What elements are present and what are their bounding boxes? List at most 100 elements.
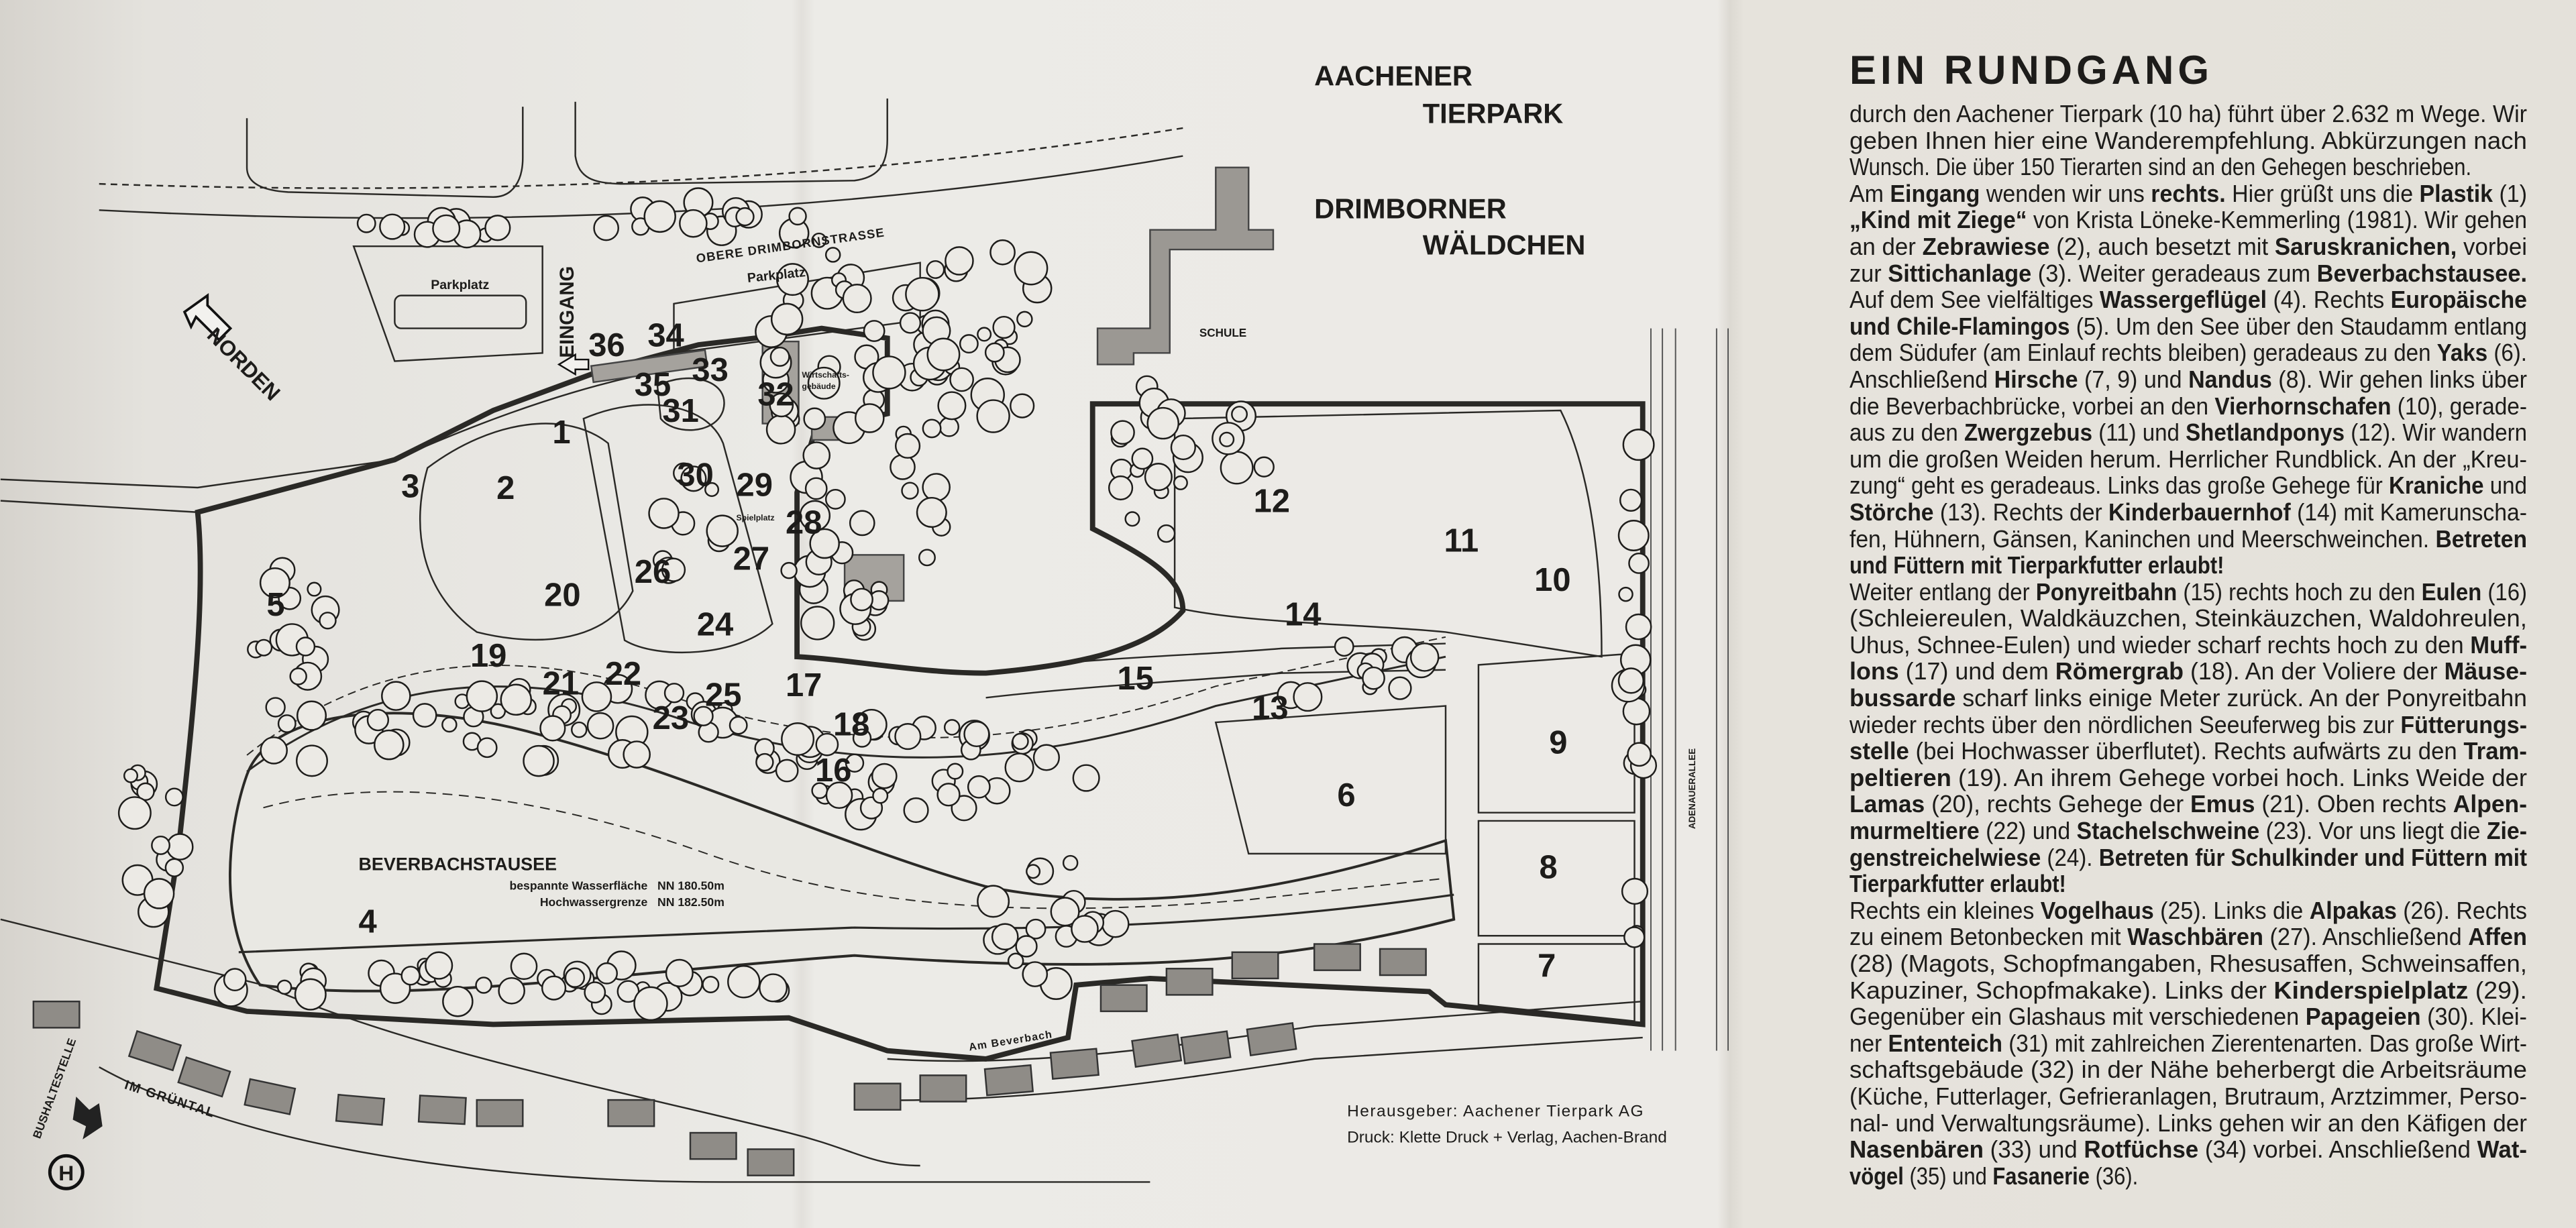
text-run: (28) (Magots, Schopfmangaben, Rhesusaffe… (1849, 950, 2527, 977)
tree-symbol (727, 965, 761, 999)
tree-symbol (938, 416, 959, 437)
text-line-content: ner Ententeich (31) mit zahlreichen Zier… (1849, 1029, 2527, 1057)
text-line: Störche (13). Rechts der Kinderbauernhof… (1849, 499, 2527, 526)
tree-symbol (523, 744, 555, 777)
text-run: (19). An ihrem Gehege vorbei hoch. Links… (1951, 763, 2527, 791)
tree-symbol (770, 302, 804, 336)
tree-symbol (539, 715, 566, 742)
text-line: durch den Aachener Tierpark (10 ha) führ… (1849, 101, 2527, 127)
north-arrow-icon (182, 293, 233, 342)
bold-term: Fütterungs- (2400, 710, 2527, 738)
text-line: bussarde scharf links einige Meter zurüc… (1849, 685, 2527, 712)
text-run: (33) und (1983, 1135, 2084, 1164)
tree-symbol (1293, 682, 1323, 712)
house (983, 1064, 1034, 1097)
text-run: (36). (2089, 1162, 2139, 1190)
entrance-label: EINGANG (556, 266, 578, 358)
tree-symbol (663, 683, 685, 704)
text-run: scharf links einige Meter zurück. An der… (1955, 684, 2527, 712)
text-line-content: Wunsch. Die über 150 Tierarten sind an d… (1849, 154, 2471, 180)
text-run: (2), auch besetzt mit (2049, 232, 2275, 260)
text-line-content: murmeltiere (22) und Stachelschweine (23… (1849, 818, 2527, 844)
tree-symbol (852, 728, 872, 748)
text-line-content: um die großen Weiden herum. Herrlicher R… (1849, 445, 2527, 473)
text-line: Am Eingang wenden wir uns rechts. Hier g… (1849, 180, 2527, 207)
enclosure-number: 3 (401, 469, 419, 505)
tree-symbol (255, 638, 273, 657)
text-run: Rechts ein kleines (1849, 896, 2041, 924)
bold-term: Tram- (2463, 737, 2527, 765)
bold-term: murmeltiere (1849, 817, 1980, 845)
text-line-content: nal- und Verwaltungsräume). Links gehen … (1849, 1109, 2527, 1137)
tree-symbol (947, 763, 964, 780)
text-line-content: Lamas (20), rechts Gehege der Emus (21).… (1849, 791, 2527, 818)
road-obere-drimbornstrasse (99, 127, 1183, 189)
text-line-content: wieder rechts über den nördlichen Seeufe… (1849, 710, 2527, 738)
house (244, 1078, 297, 1115)
tree-symbol (564, 967, 586, 988)
bus-stop-icon (48, 1154, 85, 1190)
label-service-building-2: gebäude (802, 382, 835, 391)
bold-term: Beverbachstausee. (2316, 259, 2527, 287)
bold-term: vögel (1849, 1162, 1904, 1190)
map-title-line-2: TIERPARK (1423, 98, 1564, 129)
text-run: (4). Rechts (2267, 286, 2391, 314)
school-building (1096, 166, 1275, 366)
tree-symbol (366, 708, 390, 732)
house (1379, 948, 1427, 976)
bold-term: lons (1849, 657, 1899, 685)
bold-term: bussarde (1849, 684, 1956, 712)
tree-symbol (802, 441, 831, 469)
bold-term: Hirsche (1994, 365, 2078, 393)
enclosure-number: 32 (757, 377, 794, 413)
bold-term: Zebrawiese (1922, 232, 2050, 260)
tree-symbol (729, 716, 748, 735)
text-line-content: lons (17) und dem Römergrab (18). An der… (1849, 658, 2527, 685)
text-line: Gegenüber ein Glashaus mit verschiedenen… (1849, 1003, 2527, 1030)
house (747, 1148, 795, 1176)
tree-symbol (1131, 447, 1154, 470)
text-run: nal- und Verwaltungsräume). Links gehen … (1849, 1109, 2527, 1137)
lake-level-label: bespannte Wasserfläche (509, 879, 647, 893)
tree-symbol (1253, 456, 1275, 478)
text-run: (15) rechts hoch zu den (2177, 577, 2422, 606)
text-run: (5). Um den See über den Staudamm entlan… (2070, 312, 2527, 340)
bold-term: Fasanerie (1992, 1162, 2090, 1190)
street-label-adenauerallee: ADENAUERALLEE (1687, 748, 1697, 829)
tree-symbol (977, 885, 1010, 918)
map-subtitle-line-1: DRIMBORNER (1314, 193, 1507, 225)
text-run: an der (1849, 232, 1923, 260)
text-line-content: zung“ geht es geradeaus. Links das große… (1849, 472, 2527, 499)
tree-symbol (765, 414, 796, 445)
text-line: schaftsgebäude (32) in der Nähe beherber… (1849, 1056, 2527, 1083)
bold-term: stelle (1849, 737, 1909, 765)
text-line-content: Am Eingang wenden wir uns rechts. Hier g… (1849, 180, 2527, 207)
house (1049, 1048, 1099, 1080)
tree-symbol (593, 215, 619, 241)
text-line: die Beverbachbrücke, vorbei an den Vierh… (1849, 392, 2527, 420)
tree-symbol (1014, 251, 1049, 286)
text-run: (25). Links die (2153, 896, 2310, 924)
tree-symbol (1146, 406, 1179, 440)
bold-term: Alpen- (2453, 790, 2527, 818)
tree-symbol (922, 473, 951, 502)
tree-symbol (295, 636, 316, 657)
text-line-content: Anschließend Hirsche (7, 9) und Nandus (… (1849, 366, 2527, 393)
tree-symbol (1022, 961, 1049, 987)
enclosure-number: 9 (1549, 725, 1567, 761)
bold-term: Eulen (2421, 577, 2482, 606)
text-run: Hier grüßt uns die (2225, 179, 2420, 207)
text-run: (35) und (1903, 1162, 1993, 1190)
text-line-content: vögel (35) und Fasanerie (36). (1849, 1162, 2139, 1190)
tree-symbol (1007, 952, 1024, 969)
text-line-content: fen, Hühnern, Gänsen, Kaninchen und Meer… (1849, 525, 2527, 553)
text-run: (16) (2481, 577, 2527, 606)
text-run: und (2483, 471, 2527, 500)
text-line-content: die Beverbachbrücke, vorbei an den Vierh… (1849, 392, 2527, 420)
bold-term: Yaks (2436, 339, 2488, 367)
house (607, 1099, 655, 1127)
tree-symbol (581, 681, 612, 712)
text-line: an der Zebrawiese (2), auch besetzt mit … (1849, 233, 2527, 260)
tree-symbol (1072, 764, 1100, 792)
text-line-content: zu einem Betonbecken mit Waschbären (27)… (1849, 924, 2527, 950)
